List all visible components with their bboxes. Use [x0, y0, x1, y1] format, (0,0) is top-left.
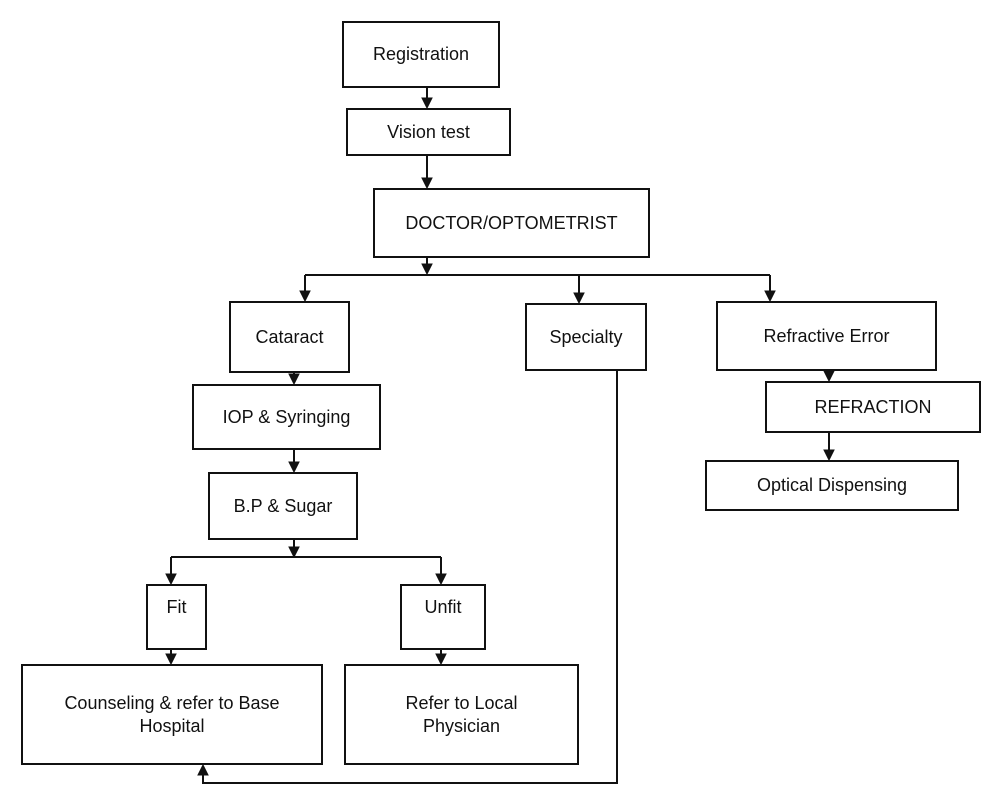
node-label: Specialty	[549, 326, 623, 347]
node-doctor-optometrist: DOCTOR/OPTOMETRIST	[373, 188, 650, 258]
arrowhead	[823, 449, 835, 462]
node-label: Registration	[372, 44, 470, 65]
node-refer-local-physician: Refer to Local Physician	[344, 664, 579, 765]
node-bp-sugar: B.P & Sugar	[208, 472, 358, 540]
node-counseling-refer-base-hospital: Counseling & refer to Base Hospital	[21, 664, 323, 765]
arrowhead	[288, 546, 300, 559]
arrowhead	[421, 97, 433, 110]
node-fit: Fit	[146, 584, 207, 650]
node-label: Counseling & refer to Base Hospital	[64, 693, 280, 736]
arrowhead	[165, 573, 177, 586]
arrowhead	[421, 177, 433, 190]
node-registration: Registration	[342, 21, 500, 88]
node-optical-dispensing: Optical Dispensing	[705, 460, 959, 511]
arrowhead	[435, 573, 447, 586]
node-label: Fit	[166, 597, 187, 617]
arrowhead	[573, 292, 585, 305]
arrowhead	[421, 263, 433, 276]
node-refractive-error: Refractive Error	[716, 301, 937, 371]
node-label: Vision test	[387, 121, 470, 142]
node-label: Unfit	[424, 597, 462, 617]
node-label: Optical Dispensing	[756, 475, 908, 496]
node-label: REFRACTION	[814, 396, 932, 417]
node-refraction: REFRACTION	[765, 381, 981, 433]
node-specialty: Specialty	[525, 303, 647, 371]
arrowhead	[299, 290, 311, 303]
arrowhead	[764, 290, 776, 303]
arrowhead	[288, 373, 300, 386]
node-vision-test: Vision test	[346, 108, 511, 156]
arrowhead	[823, 370, 835, 383]
node-unfit: Unfit	[400, 584, 486, 650]
arrowhead	[197, 763, 209, 776]
arrowhead	[435, 653, 447, 666]
node-label: B.P & Sugar	[233, 495, 333, 516]
arrowhead	[288, 461, 300, 474]
node-cataract: Cataract	[229, 301, 350, 373]
node-label: DOCTOR/OPTOMETRIST	[405, 212, 618, 233]
node-label: IOP & Syringing	[222, 406, 351, 427]
node-label: Cataract	[255, 326, 324, 347]
arrowhead	[165, 653, 177, 666]
node-label: Refer to Local Physician	[405, 693, 518, 736]
node-iop-syringing: IOP & Syringing	[192, 384, 381, 450]
node-label: Refractive Error	[763, 325, 890, 346]
